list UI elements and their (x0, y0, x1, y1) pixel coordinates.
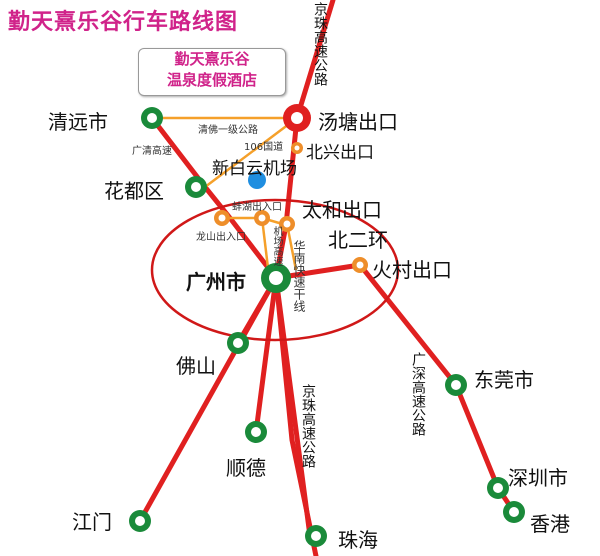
road-106 (204, 117, 298, 188)
road-label-guangqing: 广清高速 (132, 146, 172, 157)
resort-name-line2: 温泉度假酒店 (166, 71, 257, 89)
resort-label-box[interactable]: 勤天熹乐谷 温泉度假酒店 (138, 48, 286, 96)
city-label-zhuhai: 珠海 (338, 528, 378, 552)
city-label-hongkong: 香港 (530, 512, 570, 536)
road-guangzhou-shunde (253, 275, 279, 435)
ring-road (150, 198, 400, 342)
map-title: 勤天熹乐谷行车路线图 (8, 9, 239, 35)
marker-dongguan[interactable] (445, 374, 467, 396)
city-markers (129, 107, 525, 547)
label-huocun-exit: 火村出口 (372, 258, 452, 282)
exit-markers (214, 104, 368, 273)
label-beixing-exit: 北兴出口 (306, 143, 374, 163)
marker-hongkong[interactable] (503, 501, 525, 523)
city-label-dongguan: 东莞市 (474, 368, 534, 392)
marker-airport[interactable] (248, 171, 266, 189)
label-airport: 新白云机场 (212, 159, 297, 179)
label-beierhuan: 北二环 (328, 228, 388, 252)
road-guangzhou-zhuhai (273, 275, 313, 539)
city-label-guangzhou: 广州市 (186, 270, 246, 294)
road-label-106: 106国道 (244, 142, 284, 153)
marker-jiangmen[interactable] (129, 510, 151, 532)
marker-taihe[interactable] (279, 216, 295, 232)
marker-bengu[interactable] (254, 210, 270, 226)
city-label-huadu: 花都区 (104, 179, 164, 203)
label-bengu-exit: 蚌湖出入口 (232, 202, 282, 213)
label-longshan-exit: 龙山出入口 (196, 232, 246, 243)
road-label-huanan: 华南快速干线 (292, 240, 306, 312)
city-label-qingyuan: 清远市 (48, 110, 108, 134)
marker-huocun[interactable] (352, 257, 368, 273)
road-label-qingfo: 清佛一级公路 (198, 125, 258, 136)
city-label-foshan: 佛山 (176, 354, 216, 378)
marker-huadu[interactable] (185, 176, 207, 198)
resort-name-line1: 勤天熹乐谷 (174, 50, 250, 68)
road-jichang (260, 217, 270, 269)
marker-shunde[interactable] (245, 421, 267, 443)
road-label-guangshen: 广深高速公路 (410, 352, 426, 436)
road-label-jingzhu-bottom: 京珠高速公路 (300, 384, 316, 468)
road-guangzhou-jiangmen (137, 275, 279, 524)
road-qingyuan-guangzhou (149, 115, 279, 281)
road-label-jingzhu-top: 京珠高速公路 (312, 2, 328, 86)
road-jingzhu (273, 0, 336, 556)
label-taihe-exit: 太和出口 (302, 198, 382, 222)
marker-beixing[interactable] (291, 142, 303, 154)
marker-guangzhou[interactable] (261, 263, 291, 293)
road-label-jichang: 机场高速 (271, 226, 282, 266)
marker-tangtang[interactable] (283, 104, 311, 132)
marker-zhuhai[interactable] (305, 525, 327, 547)
city-label-shenzhen: 深圳市 (508, 466, 568, 490)
city-label-shunde: 顺德 (226, 456, 266, 480)
marker-foshan[interactable] (227, 332, 249, 354)
marker-longshan[interactable] (214, 210, 230, 226)
city-label-jiangmen: 江门 (72, 510, 112, 534)
marker-qingyuan[interactable] (141, 107, 163, 129)
label-tangtang-exit: 汤塘出口 (318, 110, 398, 134)
marker-shenzhen[interactable] (487, 477, 509, 499)
